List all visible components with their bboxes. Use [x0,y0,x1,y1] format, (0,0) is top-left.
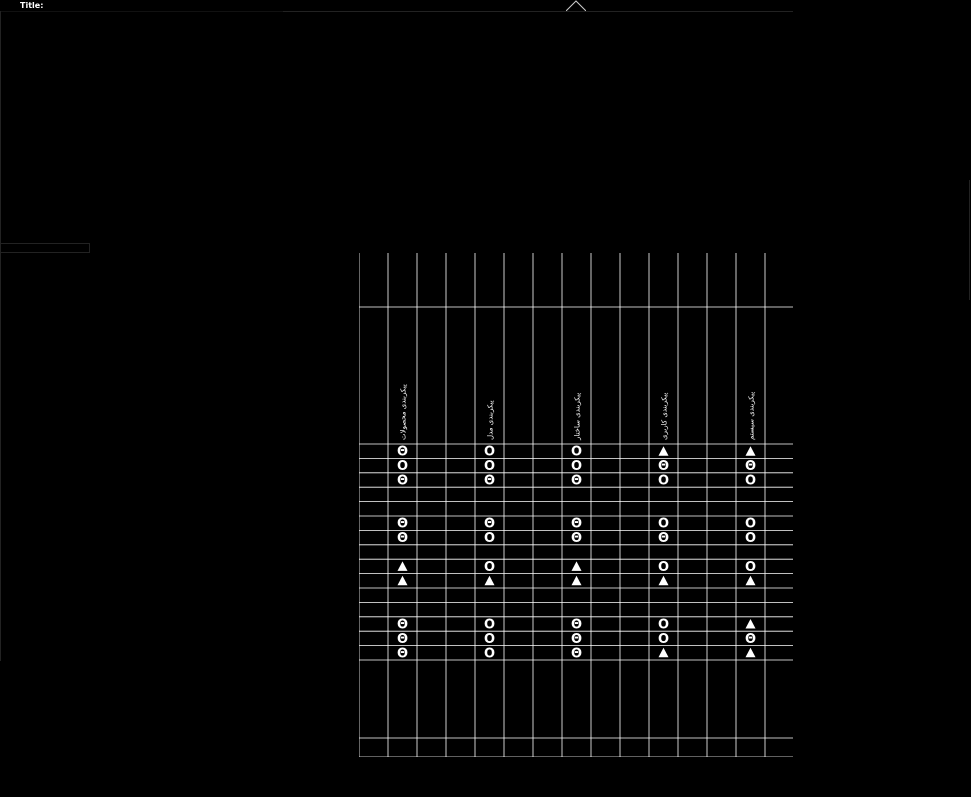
strong-relation-symbol: Θ [484,517,495,532]
strong-relation-symbol: Θ [571,618,582,633]
medium-relation-symbol: O [658,632,669,647]
weak-relation-triangle-icon [745,647,756,658]
strong-relation-symbol: Θ [484,474,495,489]
medium-relation-symbol: O [484,560,495,575]
weak-relation-triangle-icon [571,575,582,586]
strong-relation-symbol: Θ [397,646,408,661]
medium-relation-symbol: O [658,474,669,489]
medium-relation-symbol: O [571,445,582,460]
caret-up-icon[interactable] [566,0,586,11]
strong-relation-symbol: Θ [571,517,582,532]
medium-relation-symbol: O [484,445,495,460]
title-label: Title: [20,1,44,10]
strong-relation-symbol: Θ [397,445,408,460]
medium-relation-symbol: O [745,531,756,546]
strong-relation-symbol: Θ [745,459,756,474]
medium-relation-symbol: O [658,560,669,575]
medium-relation-symbol: O [658,517,669,532]
strong-relation-symbol: Θ [397,474,408,489]
strong-relation-symbol: Θ [397,632,408,647]
strong-relation-symbol: Θ [397,618,408,633]
medium-relation-symbol: O [745,517,756,532]
medium-relation-symbol: O [484,618,495,633]
medium-relation-symbol: O [484,531,495,546]
strong-relation-symbol: Θ [397,517,408,532]
right-edge [969,180,970,300]
weak-relation-triangle-icon [745,619,756,629]
strong-relation-symbol: Θ [658,531,669,546]
strong-relation-symbol: Θ [658,459,669,474]
weak-relation-triangle-icon [484,575,495,586]
medium-relation-symbol: O [571,459,582,474]
weak-relation-triangle-icon [571,561,582,571]
strong-relation-symbol: Θ [571,474,582,489]
weak-relation-triangle-icon [397,575,408,586]
weak-relation-triangle-icon [658,575,669,586]
weak-relation-triangle-icon [745,446,756,456]
medium-relation-symbol: O [397,459,408,474]
column-header-label: پیکربندی مدل [487,400,495,440]
weak-relation-triangle-icon [397,561,408,571]
left-edge [0,11,1,661]
column-header-label: پیکربندی سیستم [748,392,756,440]
strong-relation-symbol: Θ [571,531,582,546]
medium-relation-symbol: O [745,474,756,489]
column-header-label: پیکربندی کاربری [661,393,669,440]
right-panel [793,307,971,757]
top-divider [283,11,793,12]
strong-relation-symbol: Θ [745,632,756,647]
medium-relation-symbol: O [484,459,495,474]
weak-relation-triangle-icon [745,575,756,586]
relationship-matrix: پیکربندی محصولات پیکربندی مدل پیکربندی ساخ… [359,253,793,757]
weak-relation-triangle-icon [658,446,669,456]
strong-relation-symbol: Θ [397,531,408,546]
strong-relation-symbol: Θ [571,646,582,661]
strong-relation-symbol: Θ [571,632,582,647]
side-bar [0,243,90,253]
medium-relation-symbol: O [484,632,495,647]
medium-relation-symbol: O [484,646,495,661]
column-header-label: پیکربندی ساختار [574,393,582,441]
column-header-label: پیکربندی محصولات [400,384,408,440]
medium-relation-symbol: O [745,560,756,575]
medium-relation-symbol: O [658,618,669,633]
matrix-grid: پیکربندی محصولات پیکربندی مدل پیکربندی ساخ… [359,253,793,757]
weak-relation-triangle-icon [658,647,669,658]
